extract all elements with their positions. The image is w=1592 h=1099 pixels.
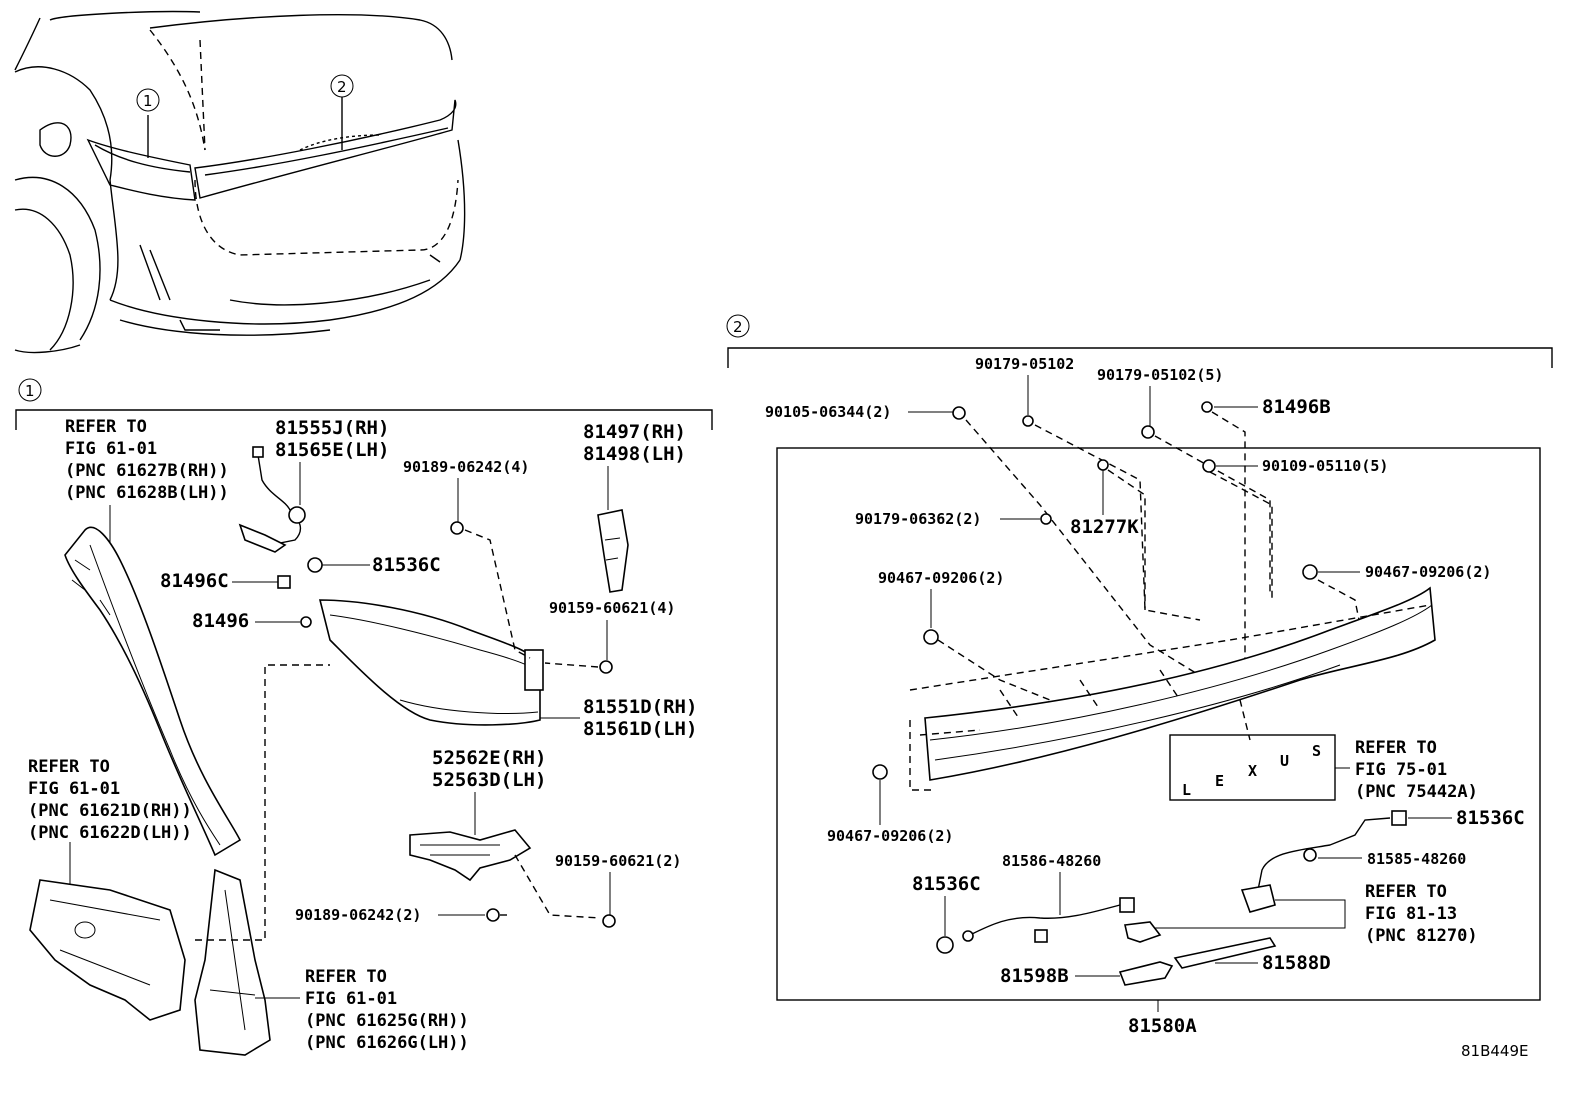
- screw-90105-label: 90105-06344(2): [765, 403, 891, 421]
- clip-81496C: [277, 575, 291, 589]
- clip-90467-right: [1302, 564, 1318, 580]
- refer-81-line3: (PNC 81270): [1365, 926, 1478, 946]
- callout-2-top: 2: [330, 74, 354, 98]
- refer-b-line3: (PNC 61621D(RH)): [28, 801, 192, 821]
- nut-90109: [1202, 459, 1216, 473]
- garnish-81588D: [1173, 937, 1277, 969]
- section-2-marker: 2: [733, 318, 743, 336]
- refer-c-line2: FIG 61-01: [305, 989, 397, 1009]
- bulb-81536C-right: [1391, 810, 1407, 826]
- rear-combination-lamp: [318, 599, 541, 726]
- bulb-81536C-left: [936, 936, 954, 954]
- wire-81586-label: 81586-48260: [1002, 852, 1101, 870]
- section-2: 2 90179-05102 90179-05102(5) 81496B 9010…: [726, 314, 1553, 1037]
- refer-c-line4: (PNC 61626G(LH)): [305, 1033, 469, 1053]
- wire-81585-label: 81585-48260: [1367, 850, 1466, 868]
- bulb-81536C: [307, 557, 323, 573]
- screw-90159-2-label: 90159-60621(2): [555, 852, 681, 870]
- refer-81-line1: REFER TO: [1365, 882, 1447, 902]
- diagram-code: 81B449E: [1461, 1042, 1529, 1060]
- screw-90189-4: [450, 521, 464, 535]
- screw-90159-2: [602, 914, 616, 928]
- refer-c-line1: REFER TO: [305, 967, 387, 987]
- emblem-letter-s: S: [1312, 742, 1321, 760]
- p81536C-label: 81536C: [372, 554, 441, 576]
- p81496C-label: 81496C: [160, 570, 229, 592]
- refer-lexus-line1: REFER TO: [1355, 738, 1437, 758]
- nut-90179-06362: [1040, 513, 1052, 525]
- refer-lexus-line2: FIG 75-01: [1355, 760, 1447, 780]
- p81598B-label: 81598B: [1000, 965, 1069, 987]
- refer-81-line2: FIG 81-13: [1365, 904, 1457, 924]
- screw-90179-05102-5-label: 90179-05102(5): [1097, 366, 1223, 384]
- screw-90159-4-label: 90159-60621(4): [549, 599, 675, 617]
- emblem-letter-l: L: [1182, 781, 1191, 799]
- nut-81277K: [1097, 459, 1109, 471]
- refer-a-line1: REFER TO: [65, 417, 147, 437]
- clip-81496: [300, 616, 312, 628]
- emblem-letters: L E X U S: [1182, 742, 1321, 799]
- garnish-81598B: [1118, 961, 1174, 986]
- socket-rh-label: 81555J(RH): [275, 417, 389, 439]
- lower-pillar-panel: [194, 868, 271, 1056]
- vehicle-rear-overview: [14, 10, 466, 354]
- lamp-rh-label: 81551D(RH): [583, 696, 697, 718]
- refer-lexus-line3: (PNC 75442A): [1355, 782, 1478, 802]
- section-1: 1 REFER TO FIG 61-01 (PNC 61627B(RH)) (P…: [15, 378, 713, 1056]
- refer-b-line4: (PNC 61622D(LH)): [28, 823, 192, 843]
- p81536C-right-label: 81536C: [1456, 807, 1525, 829]
- nut-90109-label: 90109-05110(5): [1262, 457, 1388, 475]
- refer-b-line2: FIG 61-01: [28, 779, 120, 799]
- screw-90189-4-label: 90189-06242(4): [403, 458, 529, 476]
- p81277K-label: 81277K: [1070, 516, 1139, 538]
- refer-a-line2: FIG 61-01: [65, 439, 157, 459]
- emblem-letter-u: U: [1280, 752, 1289, 770]
- refer-b-line1: REFER TO: [28, 757, 110, 777]
- back-door-garnish: [924, 586, 1436, 781]
- quarter-inner-panel: [29, 879, 186, 1021]
- quarter-pillar-panel: [64, 526, 242, 857]
- license-lamp: [1124, 921, 1162, 943]
- screw-90179-05102-label: 90179-05102: [975, 355, 1074, 373]
- screw-90179-06362-label: 90179-06362(2): [855, 510, 981, 528]
- callout-2-label: 2: [337, 78, 347, 96]
- wire-81585: [1257, 817, 1391, 891]
- clip-81496B: [1201, 401, 1213, 413]
- retainer-lh-label: 52563D(LH): [432, 769, 546, 791]
- lamp-lh-label: 81561D(LH): [583, 718, 697, 740]
- nut-90179-05102: [1022, 415, 1034, 427]
- wire-81586: [969, 904, 1121, 936]
- p81536C-left-label: 81536C: [912, 873, 981, 895]
- bracket-rh-label: 81497(RH): [583, 421, 686, 443]
- assembly-label: 81580A: [1128, 1015, 1197, 1037]
- p81496-label: 81496: [192, 610, 249, 632]
- retainer-rh-label: 52562E(RH): [432, 747, 546, 769]
- lamp-bracket: [597, 509, 629, 593]
- screw-90189-2-label: 90189-06242(2): [295, 906, 421, 924]
- screw-90189-2: [486, 908, 500, 922]
- p81496B-label: 81496B: [1262, 396, 1331, 418]
- bracket-lh-label: 81498(LH): [583, 443, 686, 465]
- emblem-letter-x: X: [1248, 762, 1257, 780]
- section-1-marker: 1: [25, 382, 35, 400]
- refer-a-line4: (PNC 61628B(LH)): [65, 483, 229, 503]
- refer-a-line3: (PNC 61627B(RH)): [65, 461, 229, 481]
- screw-90159-4: [599, 660, 613, 674]
- clip-90467-left: [923, 629, 939, 645]
- socket-lh-label: 81565E(LH): [275, 439, 389, 461]
- clip-90467-left-label: 90467-09206(2): [878, 569, 1004, 587]
- emblem-letter-e: E: [1215, 772, 1224, 790]
- clip-90467-bottom-label: 90467-09206(2): [827, 827, 953, 845]
- nut-90179-05102-5: [1141, 425, 1155, 439]
- callout-1-top: 1: [136, 88, 160, 112]
- screw-90105: [952, 406, 966, 420]
- refer-c-line3: (PNC 61625G(RH)): [305, 1011, 469, 1031]
- callout-1-label: 1: [143, 92, 153, 110]
- p81588D-label: 81588D: [1262, 952, 1331, 974]
- clip-90467-bottom: [872, 764, 888, 780]
- clip-90467-right-label: 90467-09206(2): [1365, 563, 1491, 581]
